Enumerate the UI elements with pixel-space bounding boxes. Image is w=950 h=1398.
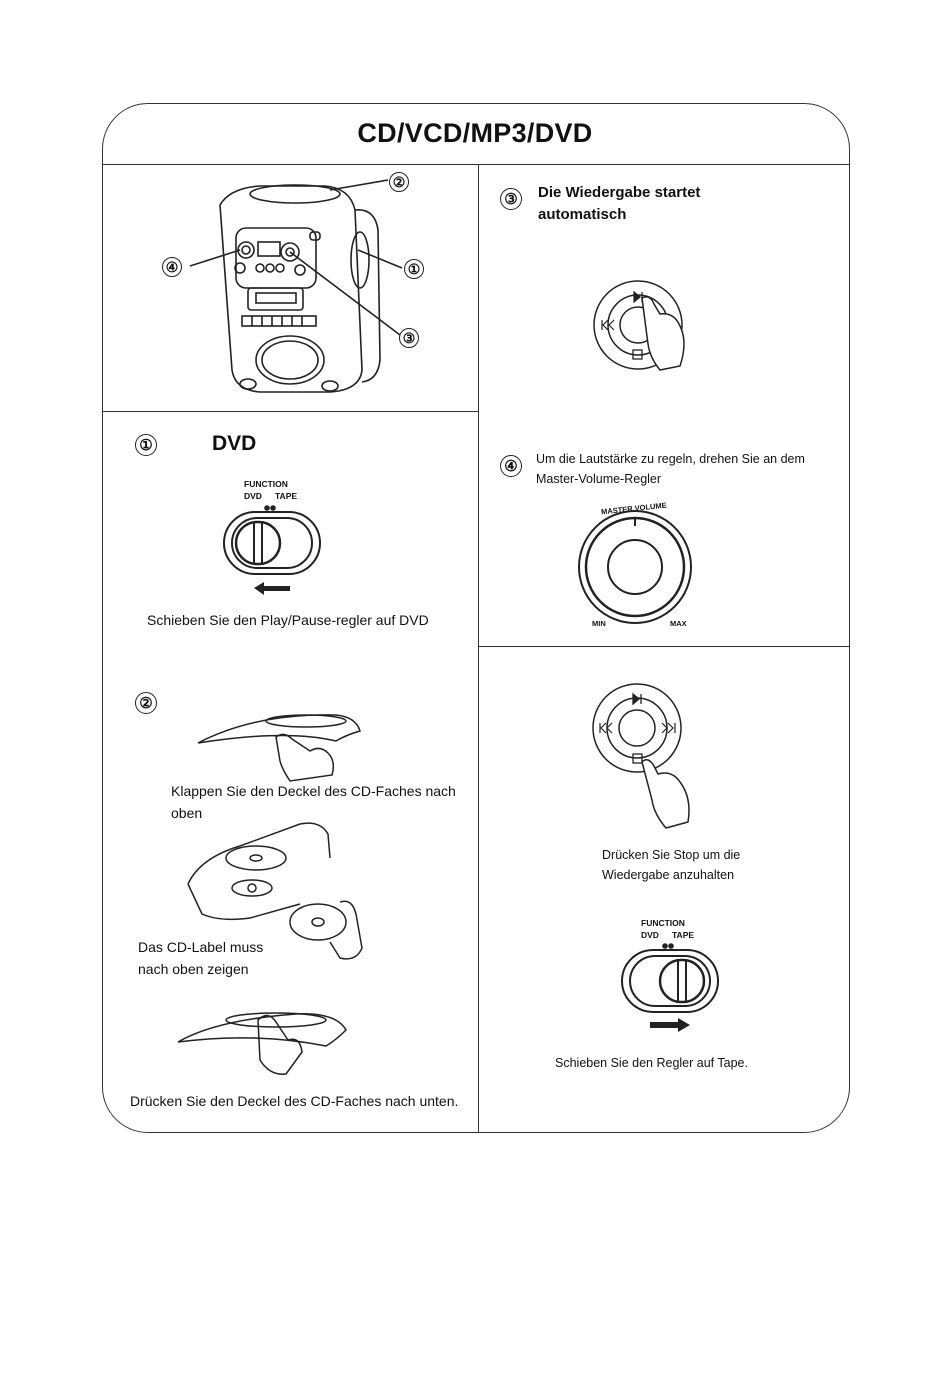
marker-1: ①: [135, 434, 157, 456]
section1-caption: Schieben Sie den Play/Pause-regler auf D…: [147, 612, 429, 628]
title-divider: [103, 164, 849, 165]
master-volume-knob: [578, 510, 692, 624]
right-divider: [478, 646, 849, 647]
switch2-dvd-label: DVD: [641, 930, 659, 940]
switch2-function-label: FUNCTION: [641, 918, 685, 928]
switch-tape-label: TAPE: [275, 491, 298, 501]
play-pause-icon: [633, 290, 643, 304]
page-title: CD/VCD/MP3/DVD: [357, 118, 593, 148]
lid-close-illustration: [177, 1012, 347, 1075]
knob-min-label: MIN: [592, 619, 606, 628]
marker-1-top: ①: [404, 259, 424, 279]
section1-label: DVD: [212, 432, 257, 455]
next-icon: [661, 722, 676, 734]
switch-dvd-label: DVD: [244, 491, 262, 501]
lid-open-illustration: [197, 714, 361, 782]
hand-icon: [257, 1014, 303, 1075]
previous-icon: [599, 722, 613, 734]
function-switch-dvd: [223, 505, 321, 595]
marker-3-top: ③: [399, 328, 419, 348]
previous-icon: [601, 319, 615, 331]
section2-caption-label: Das CD-Label muss nach oben zeigen: [138, 939, 264, 977]
manual-frame: [102, 103, 850, 1133]
section5-caption-stop: Drücken Sie Stop um die Wiedergabe anzuh…: [602, 848, 741, 882]
switch2-tape-label: TAPE: [672, 930, 695, 940]
stop-icon: [632, 753, 643, 764]
function-switch-tape: [621, 943, 719, 1032]
stop-icon: [632, 349, 643, 360]
column-divider: [478, 165, 479, 1132]
marker-2: ②: [135, 692, 157, 714]
section2-caption-close: Drücken Sie den Deckel des CD-Faches nac…: [130, 1093, 459, 1109]
stop-button-illustration: [592, 683, 690, 829]
marker-2-top: ②: [389, 172, 409, 192]
marker-3: ③: [500, 188, 522, 210]
device-illustration: [189, 179, 403, 393]
play-pause-icon: [632, 692, 642, 706]
disc-insert-illustration: [187, 822, 363, 960]
section4-caption: Um die Lautstärke zu regeln, drehen Sie …: [536, 452, 805, 486]
switch-function-label: FUNCTION: [244, 479, 288, 489]
section3-caption: Die Wiedergabe startet automatisch: [538, 184, 701, 223]
hand-icon: [641, 759, 690, 829]
arrow-left-icon: [254, 582, 290, 595]
marker-4: ④: [500, 455, 522, 477]
left-divider: [103, 411, 478, 412]
knob-max-label: MAX: [670, 619, 687, 628]
hand-icon: [275, 733, 335, 782]
section2-caption-open: Klappen Sie den Deckel des CD-Faches nac…: [171, 783, 456, 821]
section5-caption-tape: Schieben Sie den Regler auf Tape.: [555, 1056, 748, 1070]
marker-4-top: ④: [162, 257, 182, 277]
play-button-illustration: [593, 280, 685, 371]
hand-icon: [641, 296, 685, 371]
arrow-right-icon: [650, 1018, 690, 1032]
hand-icon: [329, 900, 363, 960]
